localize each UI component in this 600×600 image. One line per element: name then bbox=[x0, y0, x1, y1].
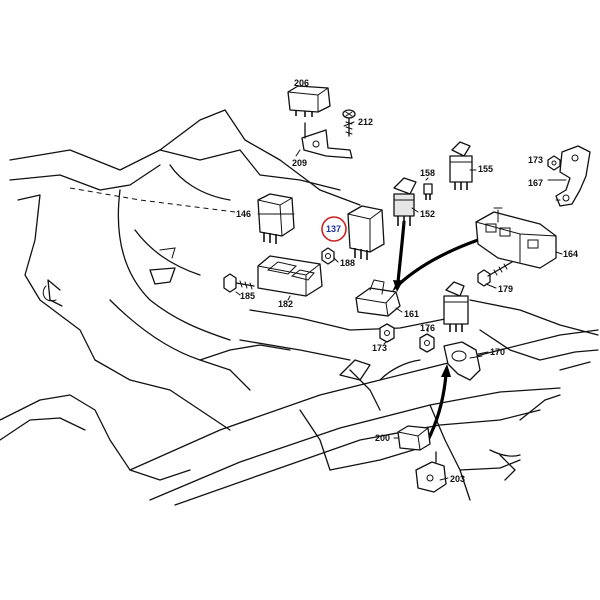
part-146-relay[interactable] bbox=[257, 193, 295, 244]
part-155-relay[interactable] bbox=[449, 141, 473, 190]
part-203-bracket[interactable] bbox=[415, 451, 447, 493]
label-152: 152 bbox=[420, 209, 435, 219]
part-164-carrier[interactable] bbox=[475, 207, 557, 269]
part-185-bolt[interactable] bbox=[223, 273, 255, 293]
pointer-arrows bbox=[392, 220, 480, 442]
label-170: 170 bbox=[490, 347, 505, 357]
label-188: 188 bbox=[340, 258, 355, 268]
part-137-relay[interactable] bbox=[347, 205, 385, 260]
part-173-nut-lower[interactable] bbox=[379, 323, 395, 343]
part-206-relay[interactable] bbox=[287, 85, 331, 117]
label-179: 179 bbox=[498, 284, 513, 294]
part-158-fuse[interactable] bbox=[423, 183, 433, 200]
label-164: 164 bbox=[563, 249, 578, 259]
label-176: 176 bbox=[420, 323, 435, 333]
part-173-nut-upper[interactable] bbox=[547, 155, 561, 171]
part-209-bracket[interactable] bbox=[301, 122, 353, 159]
part-152-relay[interactable] bbox=[393, 177, 417, 226]
label-206: 206 bbox=[294, 78, 309, 88]
label-212: 212 bbox=[358, 117, 373, 127]
part-188-nut[interactable] bbox=[321, 247, 335, 265]
vehicle-body-outline bbox=[0, 109, 599, 506]
label-161: 161 bbox=[404, 309, 419, 319]
leader-lines bbox=[235, 121, 563, 481]
label-146: 146 bbox=[236, 209, 251, 219]
label-173-upper: 173 bbox=[528, 155, 543, 165]
label-203: 203 bbox=[450, 474, 465, 484]
label-182: 182 bbox=[278, 299, 293, 309]
part-200-relay[interactable] bbox=[397, 425, 431, 451]
label-173-lower: 173 bbox=[372, 343, 387, 353]
part-176-nut[interactable] bbox=[419, 333, 435, 353]
part-labels: 206 212 209 158 155 173 167 146 152 137 … bbox=[236, 78, 578, 484]
label-155: 155 bbox=[478, 164, 493, 174]
part-176-relay[interactable] bbox=[443, 281, 469, 332]
label-167: 167 bbox=[528, 178, 543, 188]
part-170-bracket[interactable] bbox=[443, 341, 483, 381]
label-209: 209 bbox=[292, 158, 307, 168]
part-212-screw[interactable] bbox=[342, 109, 356, 137]
part-179-bolt[interactable] bbox=[477, 261, 513, 287]
label-158: 158 bbox=[420, 168, 435, 178]
label-200: 200 bbox=[375, 433, 390, 443]
part-161-bracket[interactable] bbox=[355, 279, 401, 317]
part-167-bracket[interactable] bbox=[547, 145, 591, 207]
part-182-socket[interactable] bbox=[257, 255, 323, 297]
highlight-ring bbox=[321, 216, 347, 242]
label-137: 137 bbox=[326, 224, 341, 234]
label-185: 185 bbox=[240, 291, 255, 301]
